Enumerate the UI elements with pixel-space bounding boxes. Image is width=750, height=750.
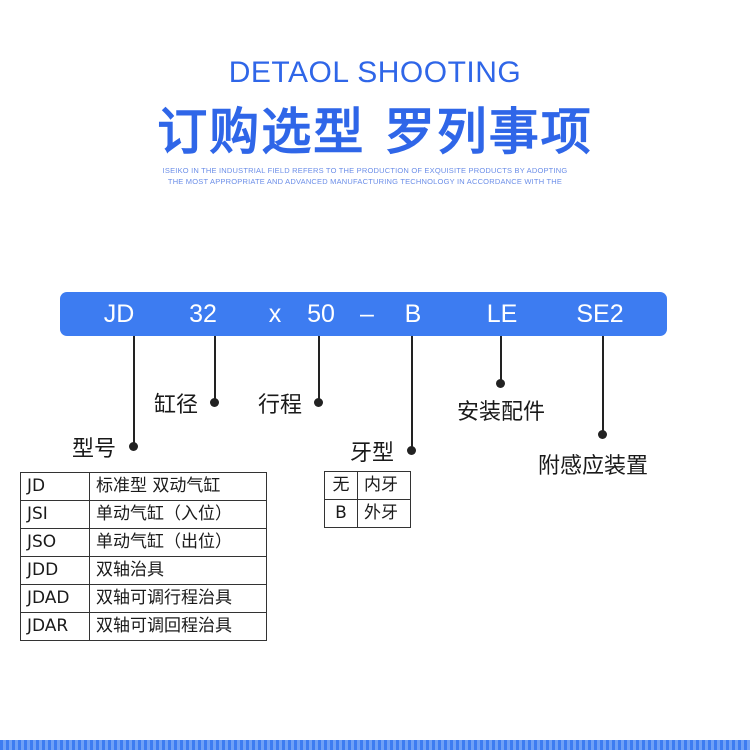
thread-table: 无 内牙 B 外牙 <box>324 471 411 528</box>
model-desc-cell: 单动气缸（入位） <box>89 500 267 529</box>
sensor-leader-line <box>602 336 604 434</box>
thread-code-cell: B <box>324 499 358 528</box>
mount-leader-line <box>500 336 502 383</box>
model-desc-cell: 双轴可调回程治具 <box>89 612 267 641</box>
bore-leader-line <box>214 336 216 402</box>
sensor-label: 附感应装置 <box>538 454 649 479</box>
code-thread: B <box>404 300 422 328</box>
table-row: 无 内牙 <box>324 471 411 500</box>
thread-desc-cell: 内牙 <box>357 471 411 500</box>
model-code-cell: JDAR <box>20 612 90 641</box>
model-table: JD 标准型 双动气缸 JSI 单动气缸（入位） JSO 单动气缸（出位） JD… <box>20 472 267 641</box>
table-row: JSI 单动气缸（入位） <box>20 500 267 529</box>
code-mount: LE <box>486 300 518 328</box>
table-row: JSO 单动气缸（出位） <box>20 528 267 557</box>
thread-code-cell: 无 <box>324 471 358 500</box>
model-code-cell: JDAD <box>20 584 90 613</box>
mount-label: 安装配件 <box>457 400 546 425</box>
subtitle-en: DETAOL SHOOTING <box>228 56 522 89</box>
code-stroke: 50 <box>307 300 335 328</box>
model-leader-line <box>133 336 135 446</box>
bore-label: 缸径 <box>154 393 199 418</box>
thread-leader-line <box>411 336 413 450</box>
thread-desc-cell: 外牙 <box>357 499 411 528</box>
model-label: 型号 <box>72 437 117 462</box>
page-title: 订购选型 罗列事项 <box>157 103 593 161</box>
model-code-cell: JSO <box>20 528 90 557</box>
sensor-leader-dot <box>598 430 607 439</box>
model-code-bar <box>60 292 667 336</box>
model-desc-cell: 单动气缸（出位） <box>89 528 267 557</box>
code-times: x <box>268 300 282 328</box>
model-code-cell: JD <box>20 472 90 501</box>
model-code-cell: JSI <box>20 500 90 529</box>
code-model: JD <box>103 300 135 328</box>
stroke-label: 行程 <box>258 393 303 418</box>
stroke-leader-dot <box>314 398 323 407</box>
bottom-decorative-strip <box>0 740 750 750</box>
table-row: JD 标准型 双动气缸 <box>20 472 267 501</box>
stroke-leader-line <box>318 336 320 402</box>
model-desc-cell: 标准型 双动气缸 <box>89 472 267 501</box>
table-row: JDAD 双轴可调行程治具 <box>20 584 267 613</box>
thread-label: 牙型 <box>350 441 395 466</box>
bore-leader-dot <box>210 398 219 407</box>
code-sensor: SE2 <box>576 300 624 328</box>
thread-leader-dot <box>407 446 416 455</box>
table-row: JDAR 双轴可调回程治具 <box>20 612 267 641</box>
model-code-cell: JDD <box>20 556 90 585</box>
table-row: B 外牙 <box>324 499 411 528</box>
model-desc-cell: 双轴可调行程治具 <box>89 584 267 613</box>
mount-leader-dot <box>496 379 505 388</box>
tagline-line-1: ISEIKO IN THE INDUSTRIAL FIELD REFERS TO… <box>162 166 568 175</box>
code-bore: 32 <box>189 300 217 328</box>
model-leader-dot <box>129 442 138 451</box>
tagline-line-2: THE MOST APPROPRIATE AND ADVANCED MANUFA… <box>167 177 563 186</box>
table-row: JDD 双轴治具 <box>20 556 267 585</box>
model-desc-cell: 双轴治具 <box>89 556 267 585</box>
code-dash: – <box>360 300 374 328</box>
